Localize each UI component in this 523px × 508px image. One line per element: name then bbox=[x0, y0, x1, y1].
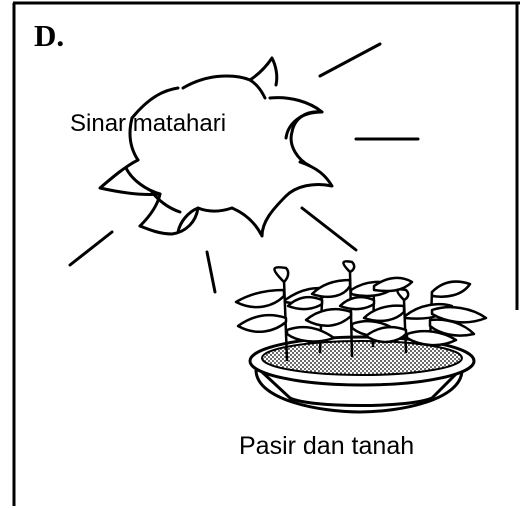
option-letter: D. bbox=[34, 18, 65, 53]
sunray-line bbox=[68, 42, 420, 294]
soil-label: Pasir dan tanah bbox=[239, 432, 415, 460]
pot-icon bbox=[248, 335, 476, 414]
sun-icon bbox=[98, 56, 334, 238]
seedling-icon bbox=[234, 260, 488, 362]
panel-border bbox=[12, 1, 520, 506]
sunlight-label: Sinar matahari bbox=[70, 110, 227, 137]
